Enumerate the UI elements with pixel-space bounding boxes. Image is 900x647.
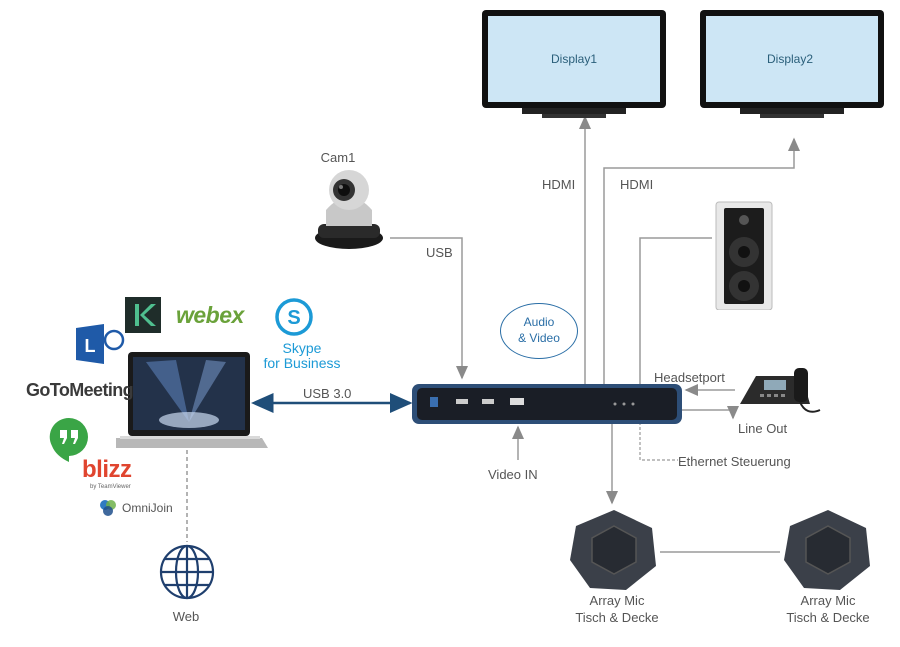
laptop-icon xyxy=(116,352,268,448)
line-out-line xyxy=(680,406,739,420)
camera-label: Cam1 xyxy=(320,150,356,165)
display2: Display2 xyxy=(700,8,884,120)
ethernet-label: Ethernet Steuerung xyxy=(678,454,791,469)
blizz-sub: by TeamViewer xyxy=(90,484,131,490)
lync-icon: L xyxy=(76,324,125,364)
skype-line-1: Skype xyxy=(282,340,322,356)
gotomeeting-logo: GoToMeeting xyxy=(26,380,134,400)
skype-line-2: for Business xyxy=(263,355,341,371)
svg-text:S: S xyxy=(287,307,300,329)
mic1-label: Array Mic Tisch & Decke xyxy=(575,592,658,626)
badge-line-2: & Video xyxy=(518,331,560,345)
video-in-label: Video IN xyxy=(488,467,538,482)
collaboration-app-icon xyxy=(125,297,161,333)
mic1-line-1: Array Mic xyxy=(589,593,645,608)
speaker-icon xyxy=(715,201,773,310)
svg-text:L: L xyxy=(85,336,96,356)
ethernet-line xyxy=(639,422,678,461)
usb-cam-label: USB xyxy=(426,245,453,260)
phone-icon xyxy=(740,368,821,413)
usb-cam-line xyxy=(390,237,468,380)
omnijoin-label: OmniJoin xyxy=(122,501,173,515)
web-label: Web xyxy=(172,609,200,624)
speaker-line xyxy=(639,237,712,390)
usb3-label: USB 3.0 xyxy=(303,386,352,401)
skype-icon: S xyxy=(275,298,313,336)
audio-video-badge: Audio & Video xyxy=(500,303,578,359)
skype-label: Skype for Business xyxy=(262,341,342,371)
mic2-line-1: Array Mic xyxy=(800,593,856,608)
webex-logo: webex xyxy=(176,302,244,328)
hub-device xyxy=(412,384,682,424)
globe-icon xyxy=(159,544,215,600)
badge-line-1: Audio xyxy=(523,315,555,329)
headset-label: Headsetport xyxy=(654,370,725,385)
array-mic-icon-2 xyxy=(784,510,870,590)
array-mic-icon-1 xyxy=(570,510,656,590)
mic1-line-2: Tisch & Decke xyxy=(575,610,659,625)
camera-icon xyxy=(315,170,383,249)
hdmi-label-2: HDMI xyxy=(620,177,654,192)
hangouts-icon xyxy=(49,417,88,462)
display1: Display1 xyxy=(482,8,666,120)
mic2-label: Array Mic Tisch & Decke xyxy=(786,592,869,626)
omnijoin-icon xyxy=(100,500,116,516)
mic2-line-2: Tisch & Decke xyxy=(786,610,870,625)
blizz-logo: blizz xyxy=(82,456,132,483)
hdmi-label-1: HDMI xyxy=(542,177,576,192)
display1-label: Display1 xyxy=(550,52,598,66)
line-out-label: Line Out xyxy=(738,421,788,436)
hdmi-line-display2 xyxy=(603,137,800,390)
display2-label: Display2 xyxy=(766,52,814,66)
